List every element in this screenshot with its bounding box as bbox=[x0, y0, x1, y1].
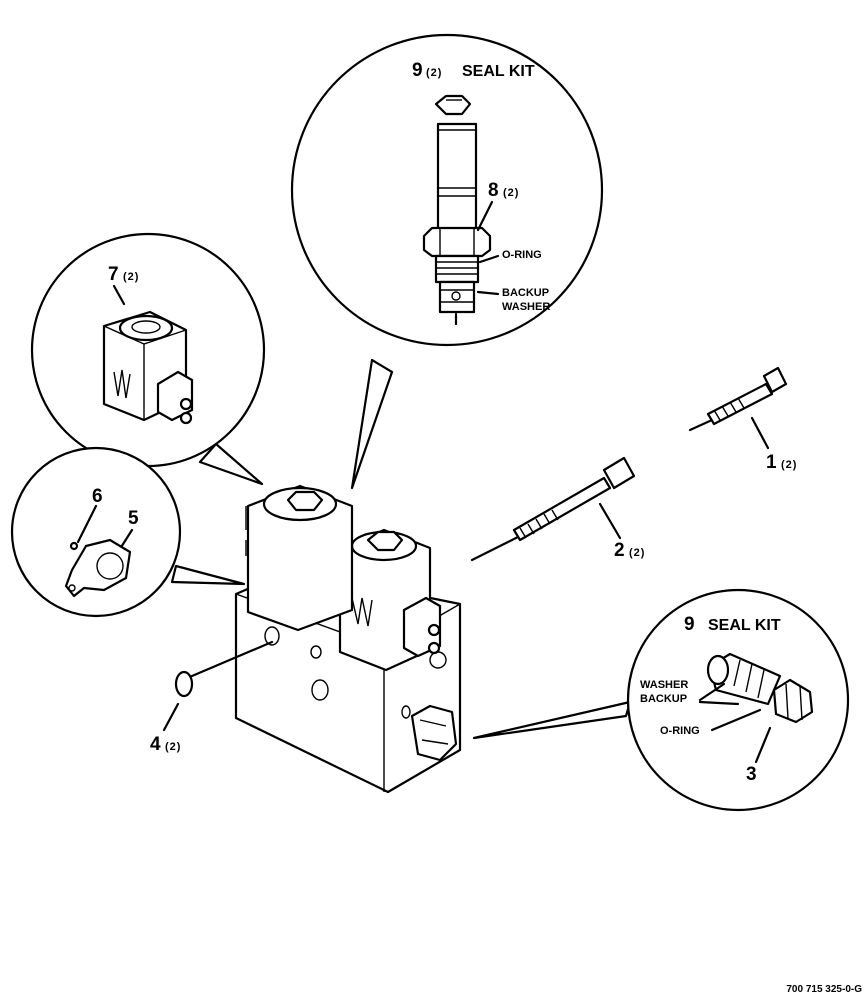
item1-number: 1 bbox=[766, 452, 777, 473]
plug-detail-circle: 9 SEAL KIT WASHER BACKUP O-RING 3 bbox=[472, 588, 850, 812]
right-coil-nut bbox=[366, 530, 404, 552]
nameplate-detail-circle: 6 5 bbox=[10, 446, 246, 618]
plug-cartridge-hex bbox=[772, 678, 814, 724]
item3-leader bbox=[754, 726, 772, 764]
right-backup-leader bbox=[698, 682, 726, 702]
top-detail-circle: 9 (2) SEAL KIT 8 (2) O-RING BACKUP WASHE… bbox=[290, 33, 604, 490]
item2-alignment-line bbox=[470, 534, 522, 562]
top-washer-label: WASHER bbox=[502, 301, 550, 313]
item2-bolt-shank bbox=[512, 476, 612, 542]
item4-alignment-line bbox=[190, 640, 274, 678]
item3-number: 3 bbox=[746, 764, 757, 785]
cartridge-hex bbox=[422, 226, 492, 258]
drawing-number: 700 715 325-0-G bbox=[786, 984, 862, 995]
right-coil-terminal bbox=[402, 596, 442, 658]
item1-leader bbox=[750, 416, 770, 450]
right-washer-label: WASHER bbox=[640, 679, 688, 691]
item4-oring bbox=[174, 670, 194, 698]
item8-qty: (2) bbox=[503, 187, 519, 199]
item1-group: 1 (2) bbox=[688, 366, 797, 473]
item4-qty: (2) bbox=[165, 741, 181, 753]
item4-number: 4 bbox=[150, 734, 161, 755]
right-seal-kit-label: SEAL KIT bbox=[708, 617, 781, 634]
left-coil-nut bbox=[286, 490, 324, 512]
cartridge-stem bbox=[436, 122, 478, 232]
item2-leader bbox=[598, 502, 622, 540]
item5-number: 5 bbox=[128, 508, 139, 529]
item4-group: 4 (2) bbox=[150, 640, 274, 755]
block-plug bbox=[410, 704, 458, 762]
top-oring-leader bbox=[478, 254, 500, 264]
plug-detail-outline bbox=[626, 588, 850, 812]
right-seal-kit-number: 9 bbox=[684, 614, 695, 635]
item1-bolt-head bbox=[762, 366, 788, 394]
item2-bolt-head bbox=[602, 456, 636, 490]
item1-alignment-line bbox=[688, 418, 714, 432]
item7-leader bbox=[112, 284, 126, 306]
top-callout-pointer bbox=[350, 358, 394, 490]
cartridge-threads bbox=[434, 254, 480, 284]
item8-number: 8 bbox=[488, 180, 499, 201]
nameplate-detail-outline bbox=[10, 446, 182, 618]
left-coil bbox=[246, 484, 354, 632]
manifold-port-upper bbox=[264, 626, 280, 646]
item2-group: 2 (2) bbox=[470, 456, 645, 562]
item2-qty: (2) bbox=[629, 547, 645, 559]
coil-detail-circle: 7 (2) bbox=[30, 232, 266, 486]
right-backup-label: BACKUP bbox=[640, 693, 687, 705]
cartridge-cage bbox=[438, 280, 476, 314]
item2-number: 2 bbox=[614, 540, 625, 561]
item8-leader bbox=[476, 200, 494, 232]
item7-number: 7 bbox=[108, 264, 119, 285]
top-oring-label: O-RING bbox=[502, 249, 542, 261]
item6-number: 6 bbox=[92, 486, 103, 507]
valve-assembly bbox=[234, 484, 462, 794]
plug-callout-pointer bbox=[472, 700, 632, 740]
top-seal-kit-qty: (2) bbox=[426, 67, 442, 79]
top-seal-kit-number: 9 bbox=[412, 60, 423, 81]
item4-leader bbox=[162, 702, 180, 732]
top-seal-kit-label: SEAL KIT bbox=[462, 63, 535, 80]
right-oring-leader bbox=[710, 708, 762, 732]
item1-qty: (2) bbox=[781, 459, 797, 471]
nameplate-screw bbox=[69, 541, 79, 551]
item7-qty: (2) bbox=[123, 271, 139, 283]
top-backup-label: BACKUP bbox=[502, 287, 549, 299]
item1-bolt-shank bbox=[706, 382, 774, 426]
manifold-port-lower bbox=[311, 679, 329, 701]
item6-leader bbox=[76, 504, 98, 544]
nameplate-callout-pointer bbox=[170, 564, 246, 586]
coil-callout-pointer bbox=[198, 442, 264, 486]
right-oring-label: O-RING bbox=[660, 725, 700, 737]
top-backup-leader bbox=[476, 290, 500, 296]
